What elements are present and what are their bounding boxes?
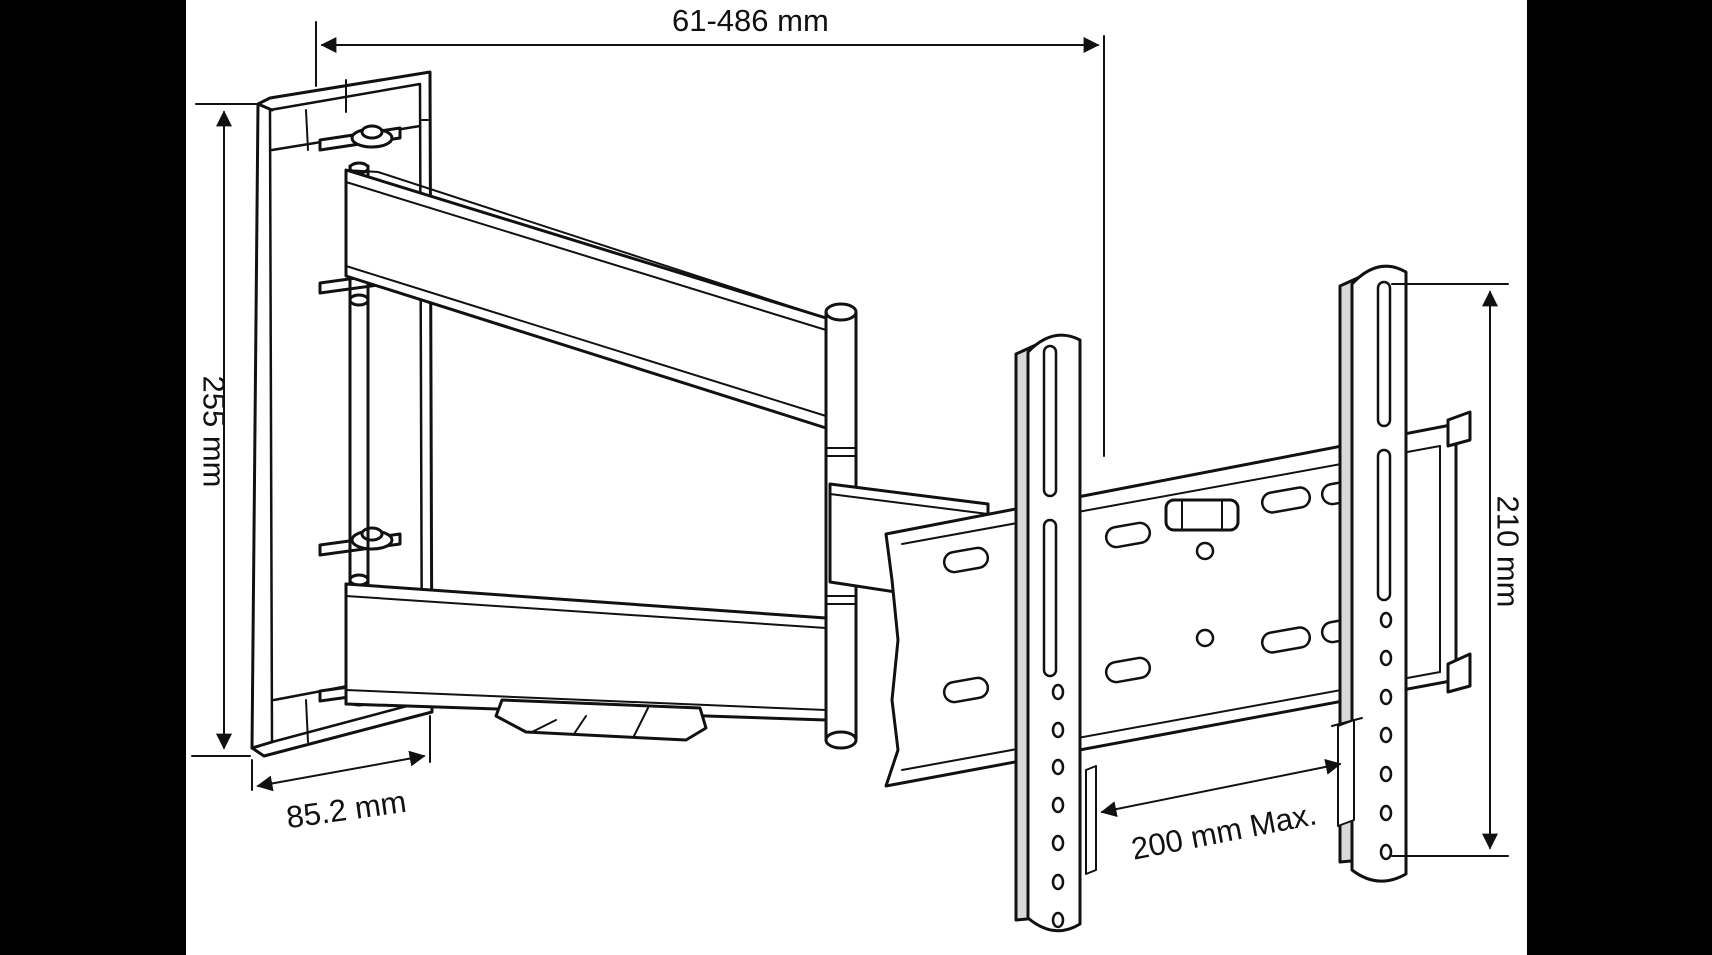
cable-clip: [494, 698, 708, 742]
label-vesa-vertical: 210 mm: [1490, 495, 1526, 608]
wall-mount-drawing: [191, 21, 1509, 933]
dimension-width-range: [315, 21, 1105, 457]
dimension-wall-plate-depth: [251, 715, 431, 792]
dimension-vesa-vertical: [1391, 283, 1509, 857]
dimension-wall-plate-height: [191, 103, 257, 757]
tv-bracket-left: [1014, 333, 1097, 933]
diagram-canvas: 61-486 mm 255 mm 85.2 mm 200 mm Max. 210…: [186, 0, 1527, 955]
tv-bracket-right: [1331, 264, 1408, 883]
dimension-vesa-horizontal: [1100, 759, 1342, 817]
label-wall-plate-height: 255 mm: [196, 375, 232, 488]
label-width-range: 61-486 mm: [672, 3, 829, 38]
lower-arm: [344, 582, 828, 722]
